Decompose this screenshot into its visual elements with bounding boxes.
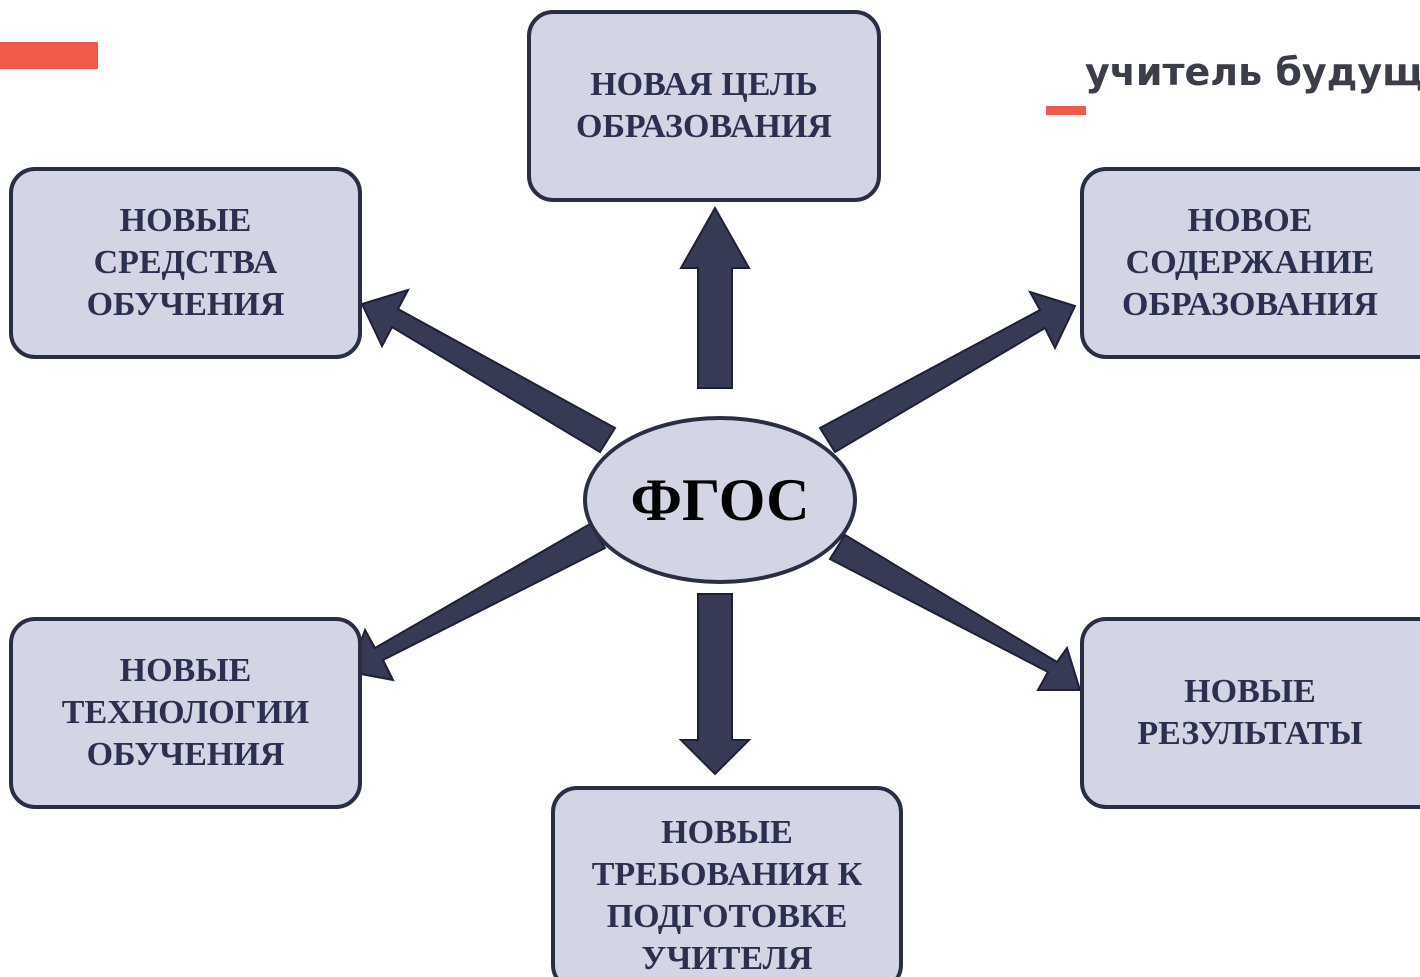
arrow-to-bottom-right [828, 533, 1082, 691]
node-new-learning-technologies: НОВЫЕ ТЕХНОЛОГИИ ОБУЧЕНИЯ [9, 617, 362, 809]
arrow-to-top-left [360, 288, 617, 454]
node-label: НОВЫЕ СРЕДСТВА ОБУЧЕНИЯ [86, 202, 285, 323]
arrow-to-top-right [818, 290, 1077, 454]
node-label: НОВЫЕ РЕЗУЛЬТАТЫ [1137, 673, 1363, 752]
brand-logo-text: учитель будущ [1085, 50, 1420, 94]
node-label: НОВАЯ ЦЕЛЬ ОБРАЗОВАНИЯ [576, 66, 832, 145]
brand-underscore [1046, 106, 1086, 115]
node-new-education-content: НОВОЕ СОДЕРЖАНИЕ ОБРАЗОВАНИЯ [1080, 167, 1420, 359]
arrow-to-bottom [678, 593, 752, 776]
node-new-teacher-training-requirements: НОВЫЕ ТРЕБОВАНИЯ К ПОДГОТОВКЕ УЧИТЕЛЯ [551, 786, 903, 977]
node-new-education-goal: НОВАЯ ЦЕЛЬ ОБРАЗОВАНИЯ [527, 10, 881, 202]
arrow-to-top [679, 205, 751, 389]
node-new-learning-tools: НОВЫЕ СРЕДСТВА ОБУЧЕНИЯ [9, 167, 362, 359]
center-label: ФГОС [630, 466, 810, 533]
arrow-to-bottom-left [348, 522, 607, 682]
node-label: НОВОЕ СОДЕРЖАНИЕ ОБРАЗОВАНИЯ [1122, 202, 1378, 323]
node-label: НОВЫЕ ТЕХНОЛОГИИ ОБУЧЕНИЯ [61, 652, 310, 773]
center-node-fgos: ФГОС [583, 416, 857, 584]
accent-bar [0, 42, 98, 69]
node-label: НОВЫЕ ТРЕБОВАНИЯ К ПОДГОТОВКЕ УЧИТЕЛЯ [591, 814, 863, 977]
node-new-results: НОВЫЕ РЕЗУЛЬТАТЫ [1080, 617, 1420, 809]
